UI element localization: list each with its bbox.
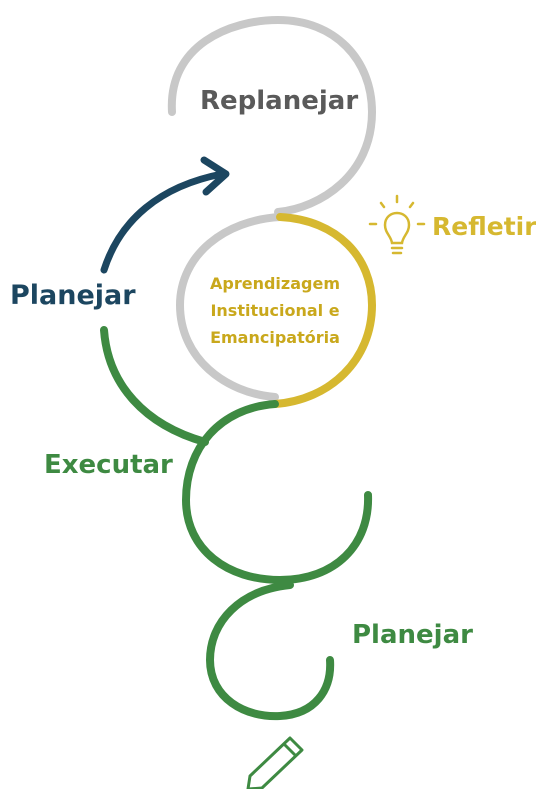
refletir-label: Refletir [432,212,536,241]
center-line-1: Aprendizagem [210,274,340,293]
refletir-loop [271,213,377,408]
center-text: Aprendizagem Institucional e Emancipatór… [190,270,360,351]
center-line-2: Institucional e [210,301,340,320]
pencil-icon [246,736,304,791]
planejar-label-top: Planejar [10,280,136,311]
planejar-arrow [100,170,226,274]
lightbulb-icon [368,194,426,255]
planejar-label-bottom: Planejar [352,620,473,650]
executar-connector [100,326,209,446]
executar-label: Executar [44,450,173,480]
arrow-icon [200,156,230,196]
replanejar-loop [167,15,377,216]
center-line-3: Emancipatória [210,328,340,347]
planejar-loop [205,581,335,721]
center-loop-left [175,213,284,401]
executar-loop [181,400,373,585]
replanejar-label: Replanejar [200,86,359,116]
